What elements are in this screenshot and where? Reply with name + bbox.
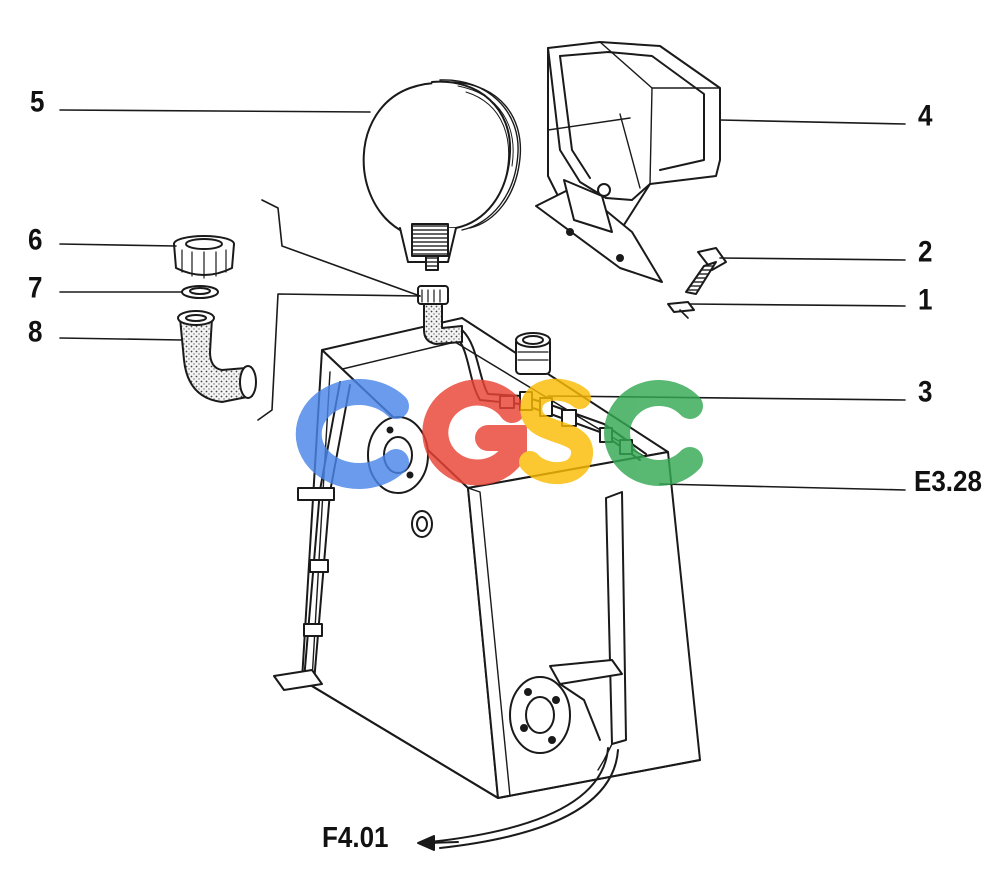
item-6-cap-nut	[173, 235, 235, 279]
callout-2: 2	[918, 233, 933, 269]
callout-5: 5	[30, 83, 45, 119]
watermark-letter-c	[604, 380, 703, 486]
cross-reference: F4.01	[322, 820, 389, 854]
watermark-letter-c	[295, 379, 409, 489]
watermark	[295, 378, 703, 489]
item-7-seal-ring	[181, 285, 219, 299]
mounting-strap-left	[273, 381, 351, 691]
group-bracket	[257, 199, 421, 421]
leader-lines	[59, 109, 906, 491]
item-4-bracket	[535, 41, 721, 283]
tank-elbow-fitting	[417, 285, 463, 345]
mounting-strap-right	[549, 491, 627, 771]
drain-plug	[411, 510, 433, 538]
callout-8: 8	[28, 313, 43, 349]
arrow-to-f401	[417, 835, 459, 851]
callout-4: 4	[918, 97, 933, 133]
item-2-bolt	[685, 247, 727, 295]
filler-neck	[515, 332, 551, 375]
item-8-elbow-hose	[177, 310, 257, 403]
callout-3: 3	[918, 373, 933, 409]
watermark-letter-g	[422, 379, 527, 486]
tank	[273, 317, 701, 849]
callout-6: 6	[28, 221, 43, 257]
item-5-filter-bowl	[362, 79, 522, 271]
item-1-clip	[667, 301, 695, 319]
figure-reference: E3.28	[914, 464, 982, 498]
watermark-letter-s	[519, 378, 593, 485]
callout-1: 1	[918, 281, 933, 317]
side-flange-lower	[509, 676, 571, 754]
callout-7: 7	[28, 269, 43, 305]
